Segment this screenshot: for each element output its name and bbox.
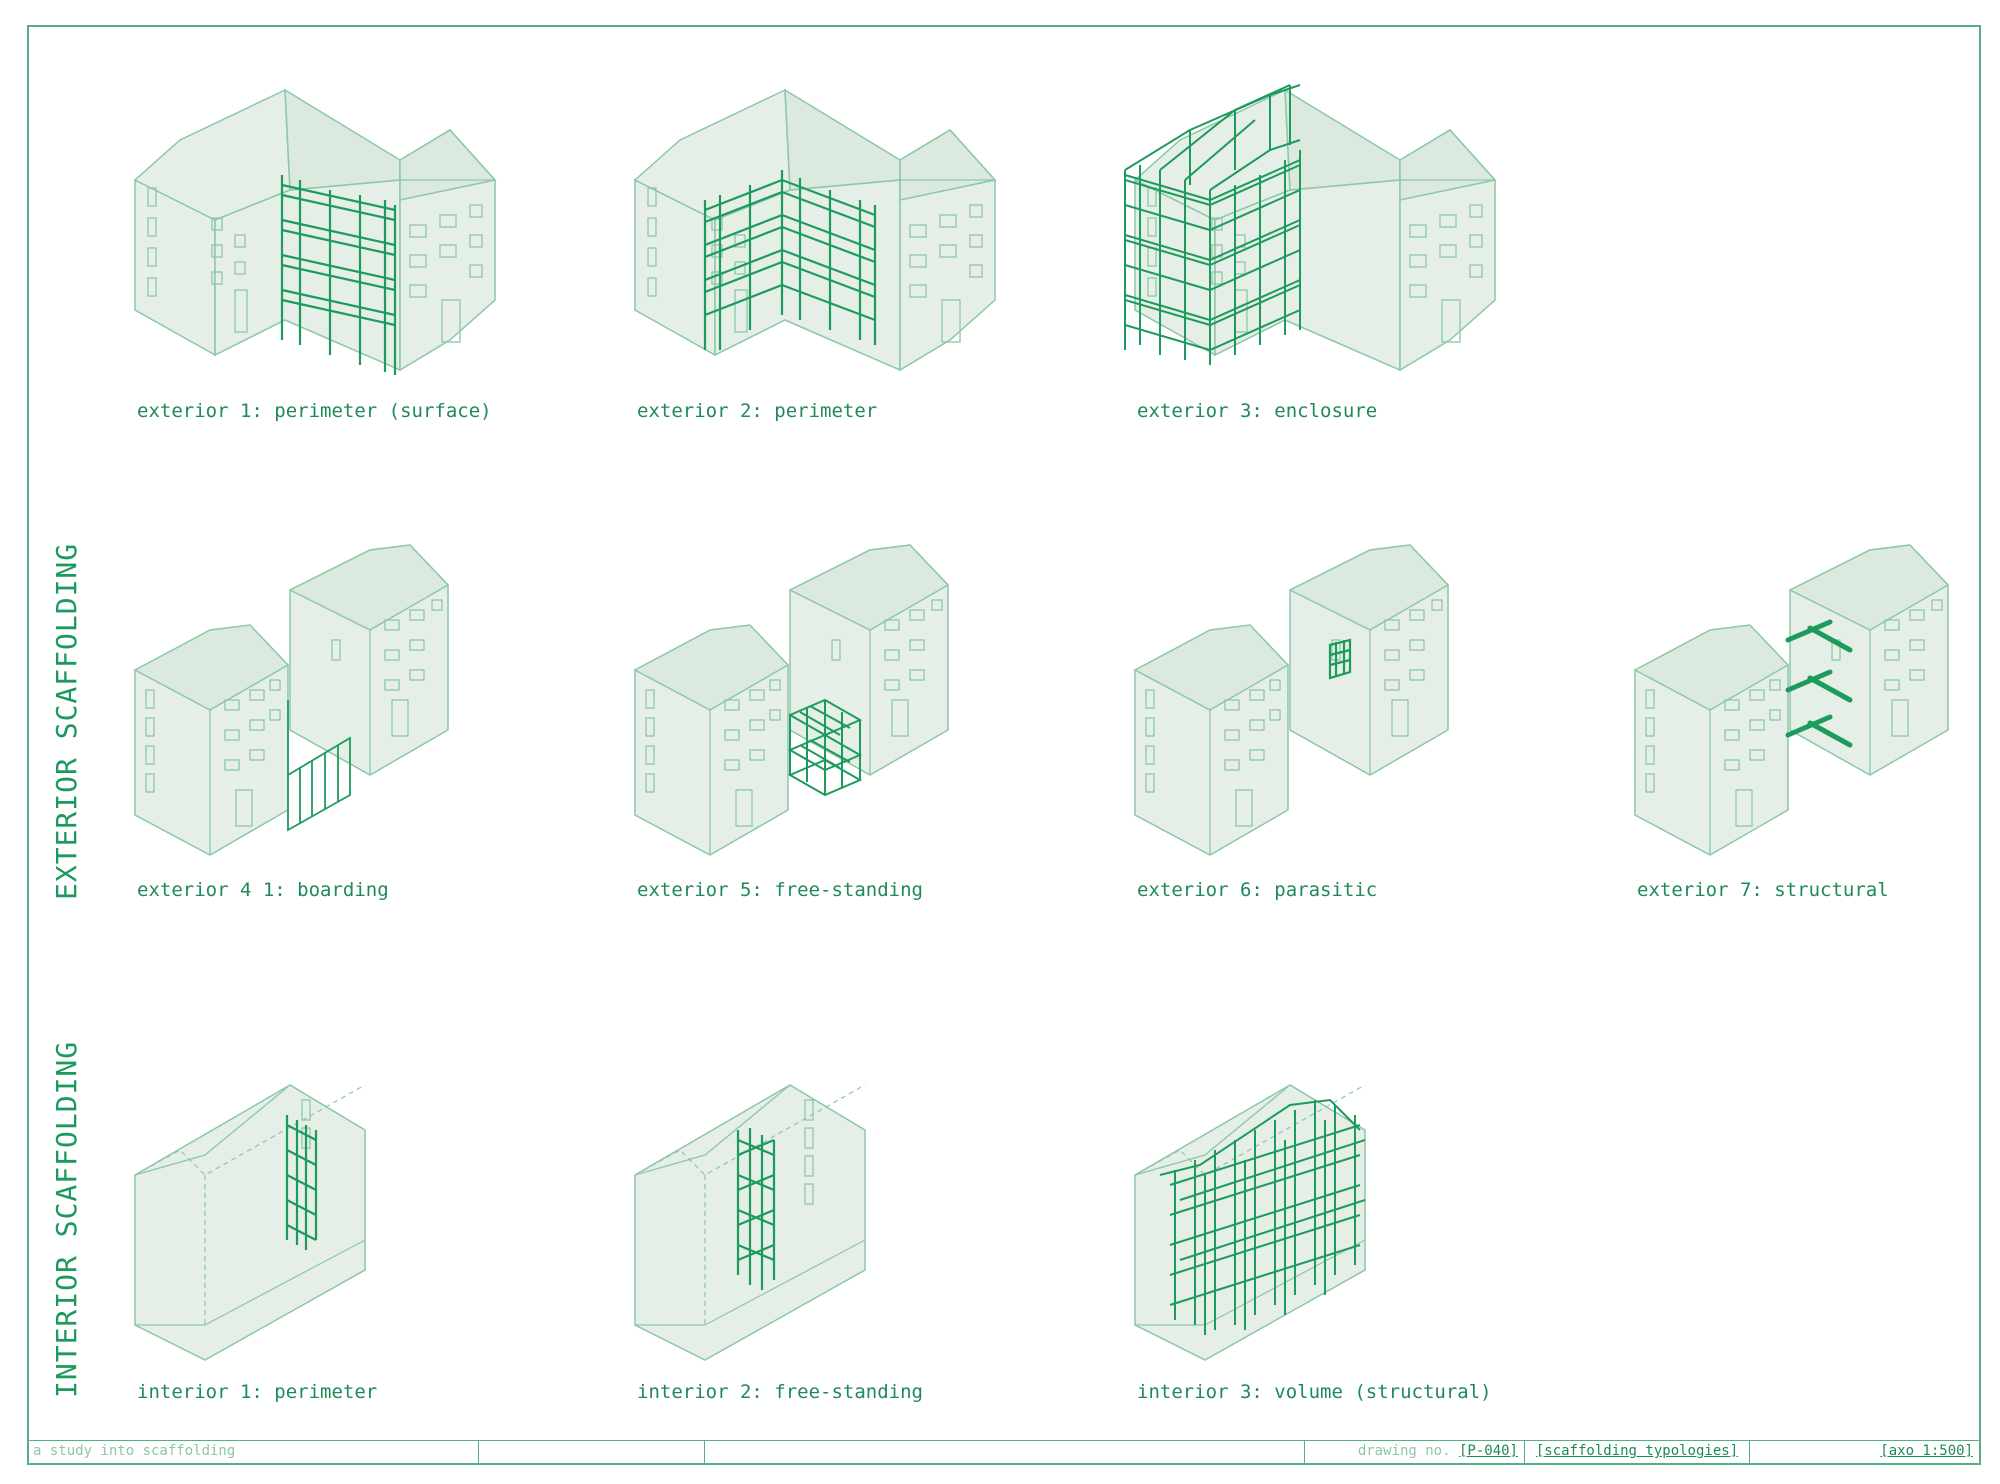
sheet-title[interactable]: [scaffolding typologies] [1535,1443,1739,1459]
int1-drawing [134,1084,366,1361]
caption-ext6: exterior 6: parasitic [1137,879,1378,901]
project-name: a study into scaffolding [27,1440,479,1463]
caption-ext1: exterior 1: perimeter (surface) [137,400,492,422]
caption-ext4: exterior 4 1: boarding [137,879,389,901]
ext4-drawing [134,544,449,856]
title-block-empty-cell-1 [479,1440,705,1463]
caption-int3: interior 3: volume (structural) [1137,1381,1492,1403]
ext2-drawing [634,89,996,371]
ext1-drawing [134,89,496,375]
title-block: a study into scaffolding drawing no. [P-… [27,1440,1981,1465]
caption-ext2: exterior 2: perimeter [637,400,878,422]
caption-int2: interior 2: free-standing [637,1381,923,1403]
ext5-drawing [634,544,949,856]
drawing-number[interactable]: [P-040] [1458,1443,1518,1459]
caption-ext7: exterior 7: structural [1637,879,1889,901]
int3-drawing [1134,1084,1366,1361]
ext3-drawing [1124,84,1496,371]
title-block-empty-cell-2 [705,1440,1305,1463]
sheet-title-cell: [scaffolding typologies] [1525,1440,1750,1463]
int2-drawing [634,1084,866,1361]
drawing-number-cell: drawing no. [P-040] [1305,1440,1525,1463]
ext7-drawing [1634,544,1949,856]
caption-ext5: exterior 5: free-standing [637,879,923,901]
drawing-frame [27,25,1981,1465]
drawing-label: drawing no. [1357,1443,1451,1459]
caption-int1: interior 1: perimeter [137,1381,378,1403]
scale-label[interactable]: [axo 1:500] [1880,1443,1973,1459]
ext6-drawing [1134,544,1449,856]
title-block-top-rule [27,1440,1981,1441]
scale-cell: [axo 1:500] [1750,1440,1979,1463]
caption-ext3: exterior 3: enclosure [1137,400,1378,422]
